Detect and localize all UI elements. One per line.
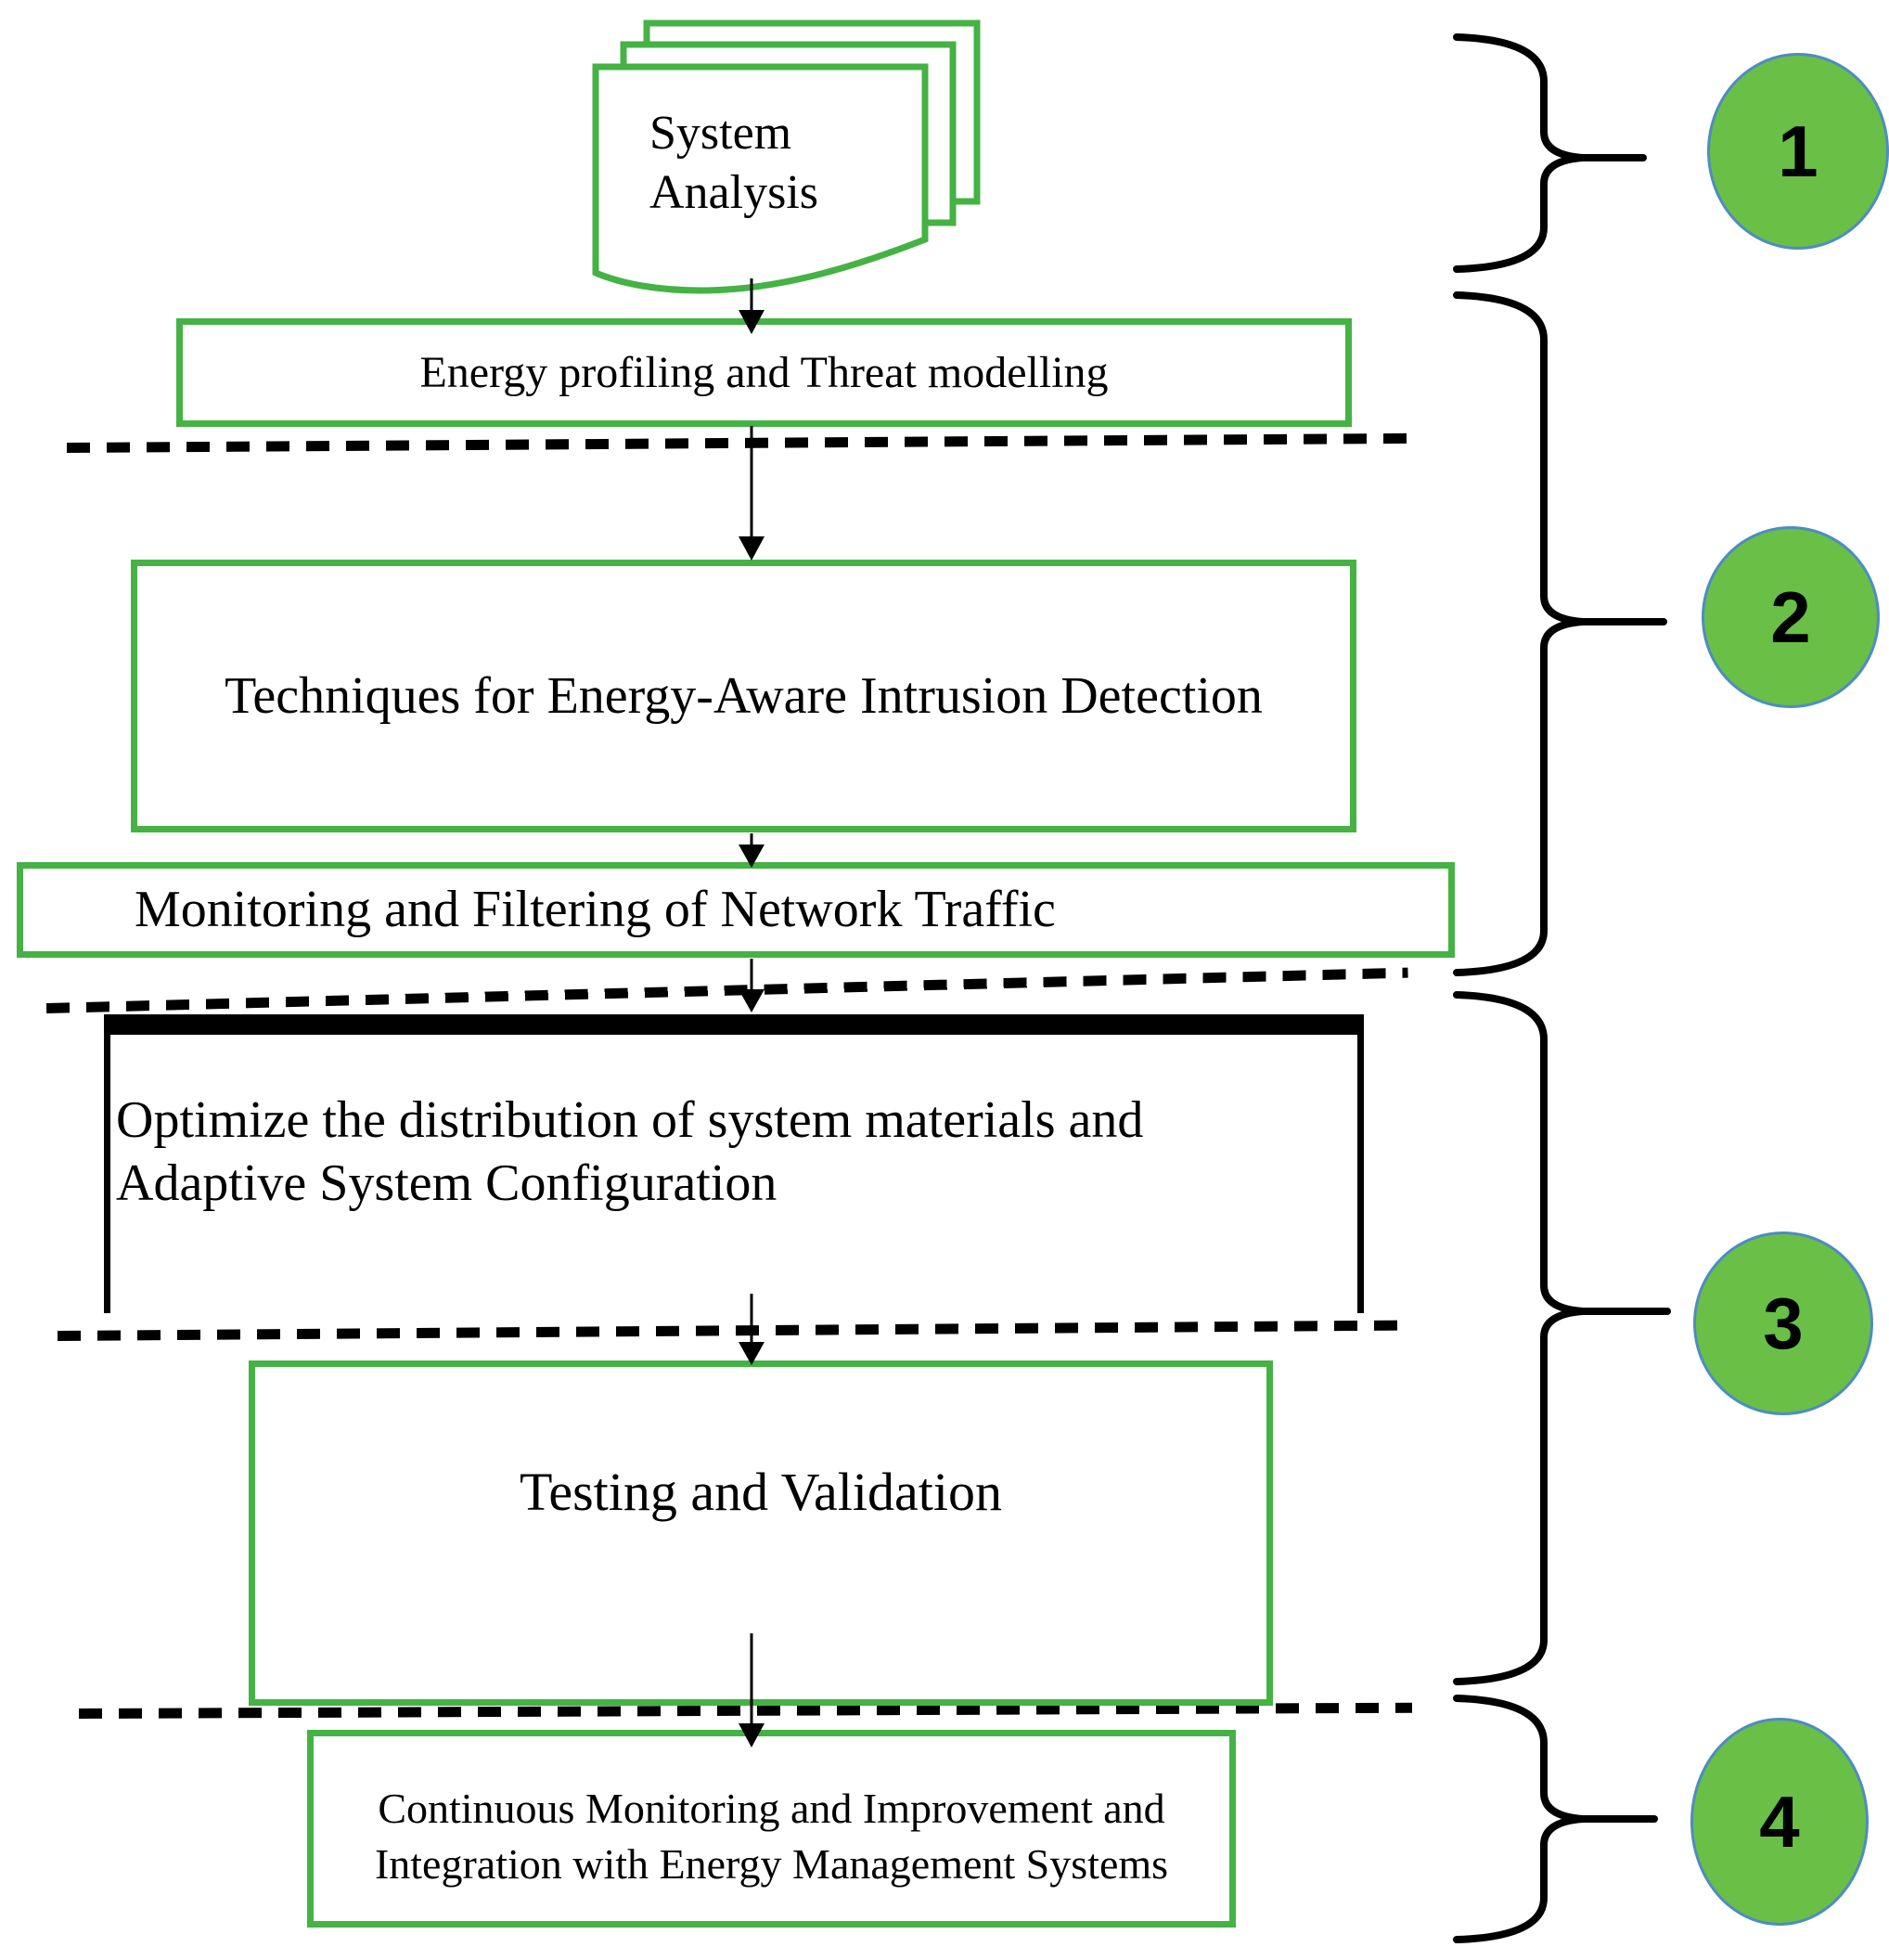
phase-braces (1453, 33, 1671, 1943)
phase-badge-2-number: 2 (1770, 575, 1811, 658)
step-optimize-distribution-label: Optimize the distribution of system mate… (116, 1089, 1143, 1215)
step-energy-profiling-label: Energy profiling and Threat modelling (419, 347, 1109, 397)
step-intrusion-detection-techniques: Techniques for Energy-Aware Intrusion De… (131, 560, 1356, 832)
system-analysis-document-label: System Analysis (649, 104, 928, 223)
phase-brace-3 (1453, 991, 1671, 1685)
optimize-line-2: Adaptive System Configuration (116, 1154, 777, 1212)
continuous-line-2: Integration with Energy Management Syste… (374, 1840, 1169, 1888)
step-testing-validation: Testing and Validation (249, 1360, 1273, 1706)
phase-badge-3: 3 (1693, 1231, 1873, 1415)
phase-divider-3 (57, 1320, 1403, 1341)
step-testing-validation-label: Testing and Validation (519, 1462, 1003, 1522)
phase-badge-4-number: 4 (1759, 1780, 1800, 1863)
step-network-traffic-monitoring: Monitoring and Filtering of Network Traf… (17, 862, 1455, 958)
phase-badge-2: 2 (1702, 526, 1880, 708)
phase-brace-4 (1453, 1695, 1658, 1943)
phase-badge-1: 1 (1707, 53, 1889, 250)
optimize-line-1: Optimize the distribution of system mate… (116, 1091, 1144, 1149)
phase-divider-2 (45, 967, 1408, 1013)
step-energy-profiling: Energy profiling and Threat modelling (176, 318, 1352, 427)
step-network-traffic-monitoring-label: Monitoring and Filtering of Network Traf… (135, 881, 1056, 939)
phase-brace-2 (1453, 291, 1667, 976)
step-optimize-distribution: Optimize the distribution of system mate… (104, 1014, 1364, 1313)
step-continuous-monitoring-label: Continuous Monitoring and Improvement an… (375, 1781, 1168, 1892)
doc-label-line-2: Analysis (649, 166, 818, 219)
doc-label-line-1: System (649, 107, 792, 160)
continuous-line-1: Continuous Monitoring and Improvement an… (378, 1785, 1165, 1832)
phase-badge-3-number: 3 (1763, 1282, 1804, 1364)
phase-brace-1 (1453, 33, 1647, 273)
step-intrusion-detection-techniques-label: Techniques for Energy-Aware Intrusion De… (225, 666, 1263, 725)
phase-badge-1-number: 1 (1778, 110, 1818, 192)
step-continuous-monitoring: Continuous Monitoring and Improvement an… (307, 1730, 1236, 1928)
phase-divider-1 (66, 432, 1411, 453)
phase-badge-4: 4 (1690, 1718, 1869, 1926)
